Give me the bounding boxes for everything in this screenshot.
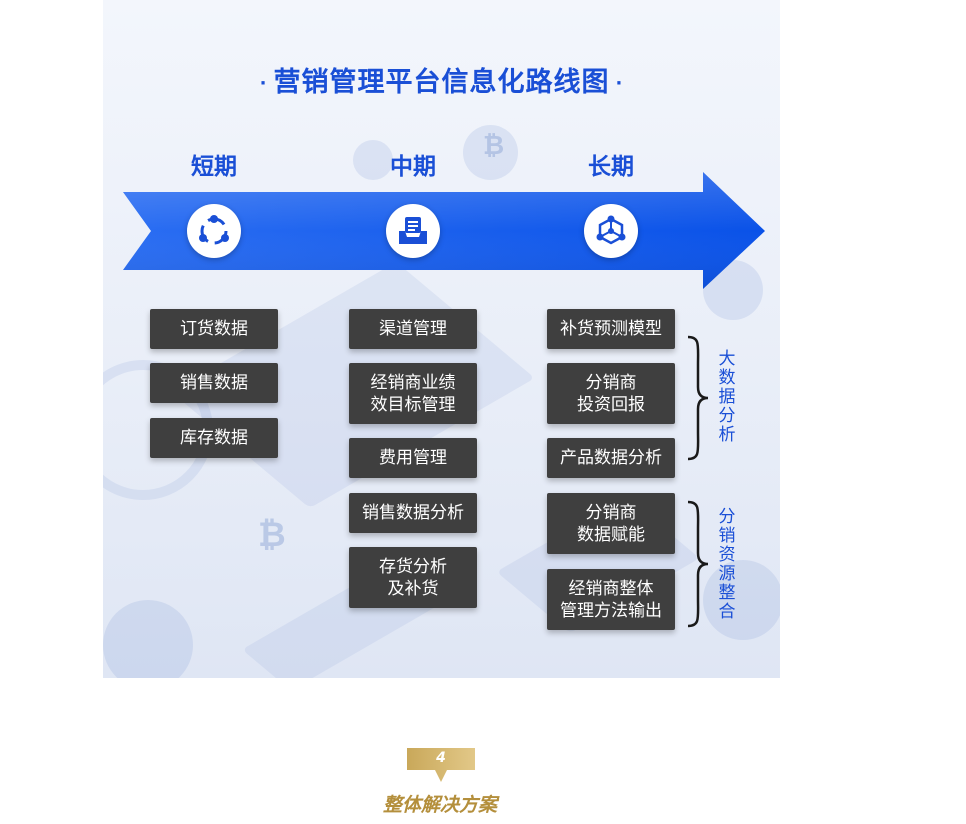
short-term-item: 订货数据 — [150, 309, 278, 349]
page-title: ·营销管理平台信息化路线图· — [259, 67, 624, 98]
mid-term-item: 渠道管理 — [349, 309, 477, 349]
group-label-big-data: 大数据分析 — [718, 349, 736, 445]
right-brace-icon — [687, 500, 709, 628]
mid-term-item: 经销商业绩 效目标管理 — [349, 363, 477, 424]
mid-term-item: 销售数据分析 — [349, 493, 477, 533]
long-term-item: 分销商 投资回报 — [547, 363, 675, 424]
section-number: 4 — [436, 750, 446, 766]
roadmap-panel: ₿ ₿ ·营销管理平台信息化路线图· 短期 中期 长期 — [103, 0, 780, 678]
decor-coin — [463, 125, 518, 180]
section-badge — [407, 748, 475, 782]
mid-term-item: 费用管理 — [349, 438, 477, 478]
mid-term-item: 存货分析 及补货 — [349, 547, 477, 608]
bitcoin-icon: ₿ — [258, 515, 286, 555]
phase-short-label: 短期 — [191, 154, 237, 180]
bitcoin-icon: ₿ — [483, 131, 505, 161]
long-term-item: 经销商整体 管理方法输出 — [547, 569, 675, 630]
long-term-item: 产品数据分析 — [547, 438, 675, 478]
network-cube-icon — [584, 204, 638, 258]
long-term-item: 补货预测模型 — [547, 309, 675, 349]
phase-mid-label: 中期 — [390, 154, 436, 180]
timeline-arrow — [123, 172, 765, 289]
long-term-item: 分销商 数据赋能 — [547, 493, 675, 554]
section-caption: 整体解决方案 — [382, 794, 497, 816]
decor-coin — [703, 560, 780, 640]
group-label-distribution: 分销资源整合 — [718, 507, 736, 622]
decor-coin — [103, 600, 193, 678]
inbox-document-icon — [386, 204, 440, 258]
short-term-item: 销售数据 — [150, 363, 278, 403]
decor-coin — [353, 140, 393, 180]
phase-long-label: 长期 — [588, 154, 634, 180]
share-nodes-icon — [187, 204, 241, 258]
short-term-item: 库存数据 — [150, 418, 278, 458]
right-brace-icon — [687, 335, 709, 461]
